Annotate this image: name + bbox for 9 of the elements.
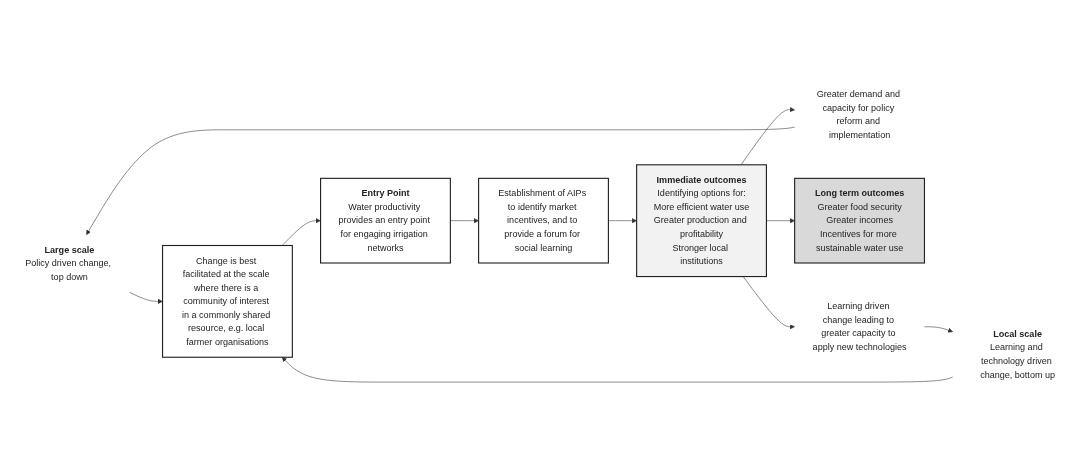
node-text: Learning driven change leading to greater capacity to apply new technologies (812, 301, 907, 352)
node-box: Establishment of AIPs to identify market incentives, and to provide a forum for social learning (478, 177, 609, 264)
node-box: Immediate outcomes Identifying options for: More efficient water use Greater production and profitability Stronger local institutions (636, 164, 767, 278)
node-box: Entry Point Water productivity provides an entry point for engaging irrigation networks (320, 177, 451, 264)
node-box: Long term outcomes Greater food security Greater incomes Incentives for more sustainable water use (794, 177, 926, 264)
node-box: Change is best facilitated at the scale where there is a community of interest in a commonly shared resource, e.g. local farmer organisations (161, 244, 293, 358)
node-text: Local scale Learning and technology driven change, bottom up (980, 329, 1055, 380)
node-text: Greater demand and capacity for policy reform and implementation (816, 89, 900, 140)
node-text: Large scale Policy driven change, top down (25, 244, 112, 282)
